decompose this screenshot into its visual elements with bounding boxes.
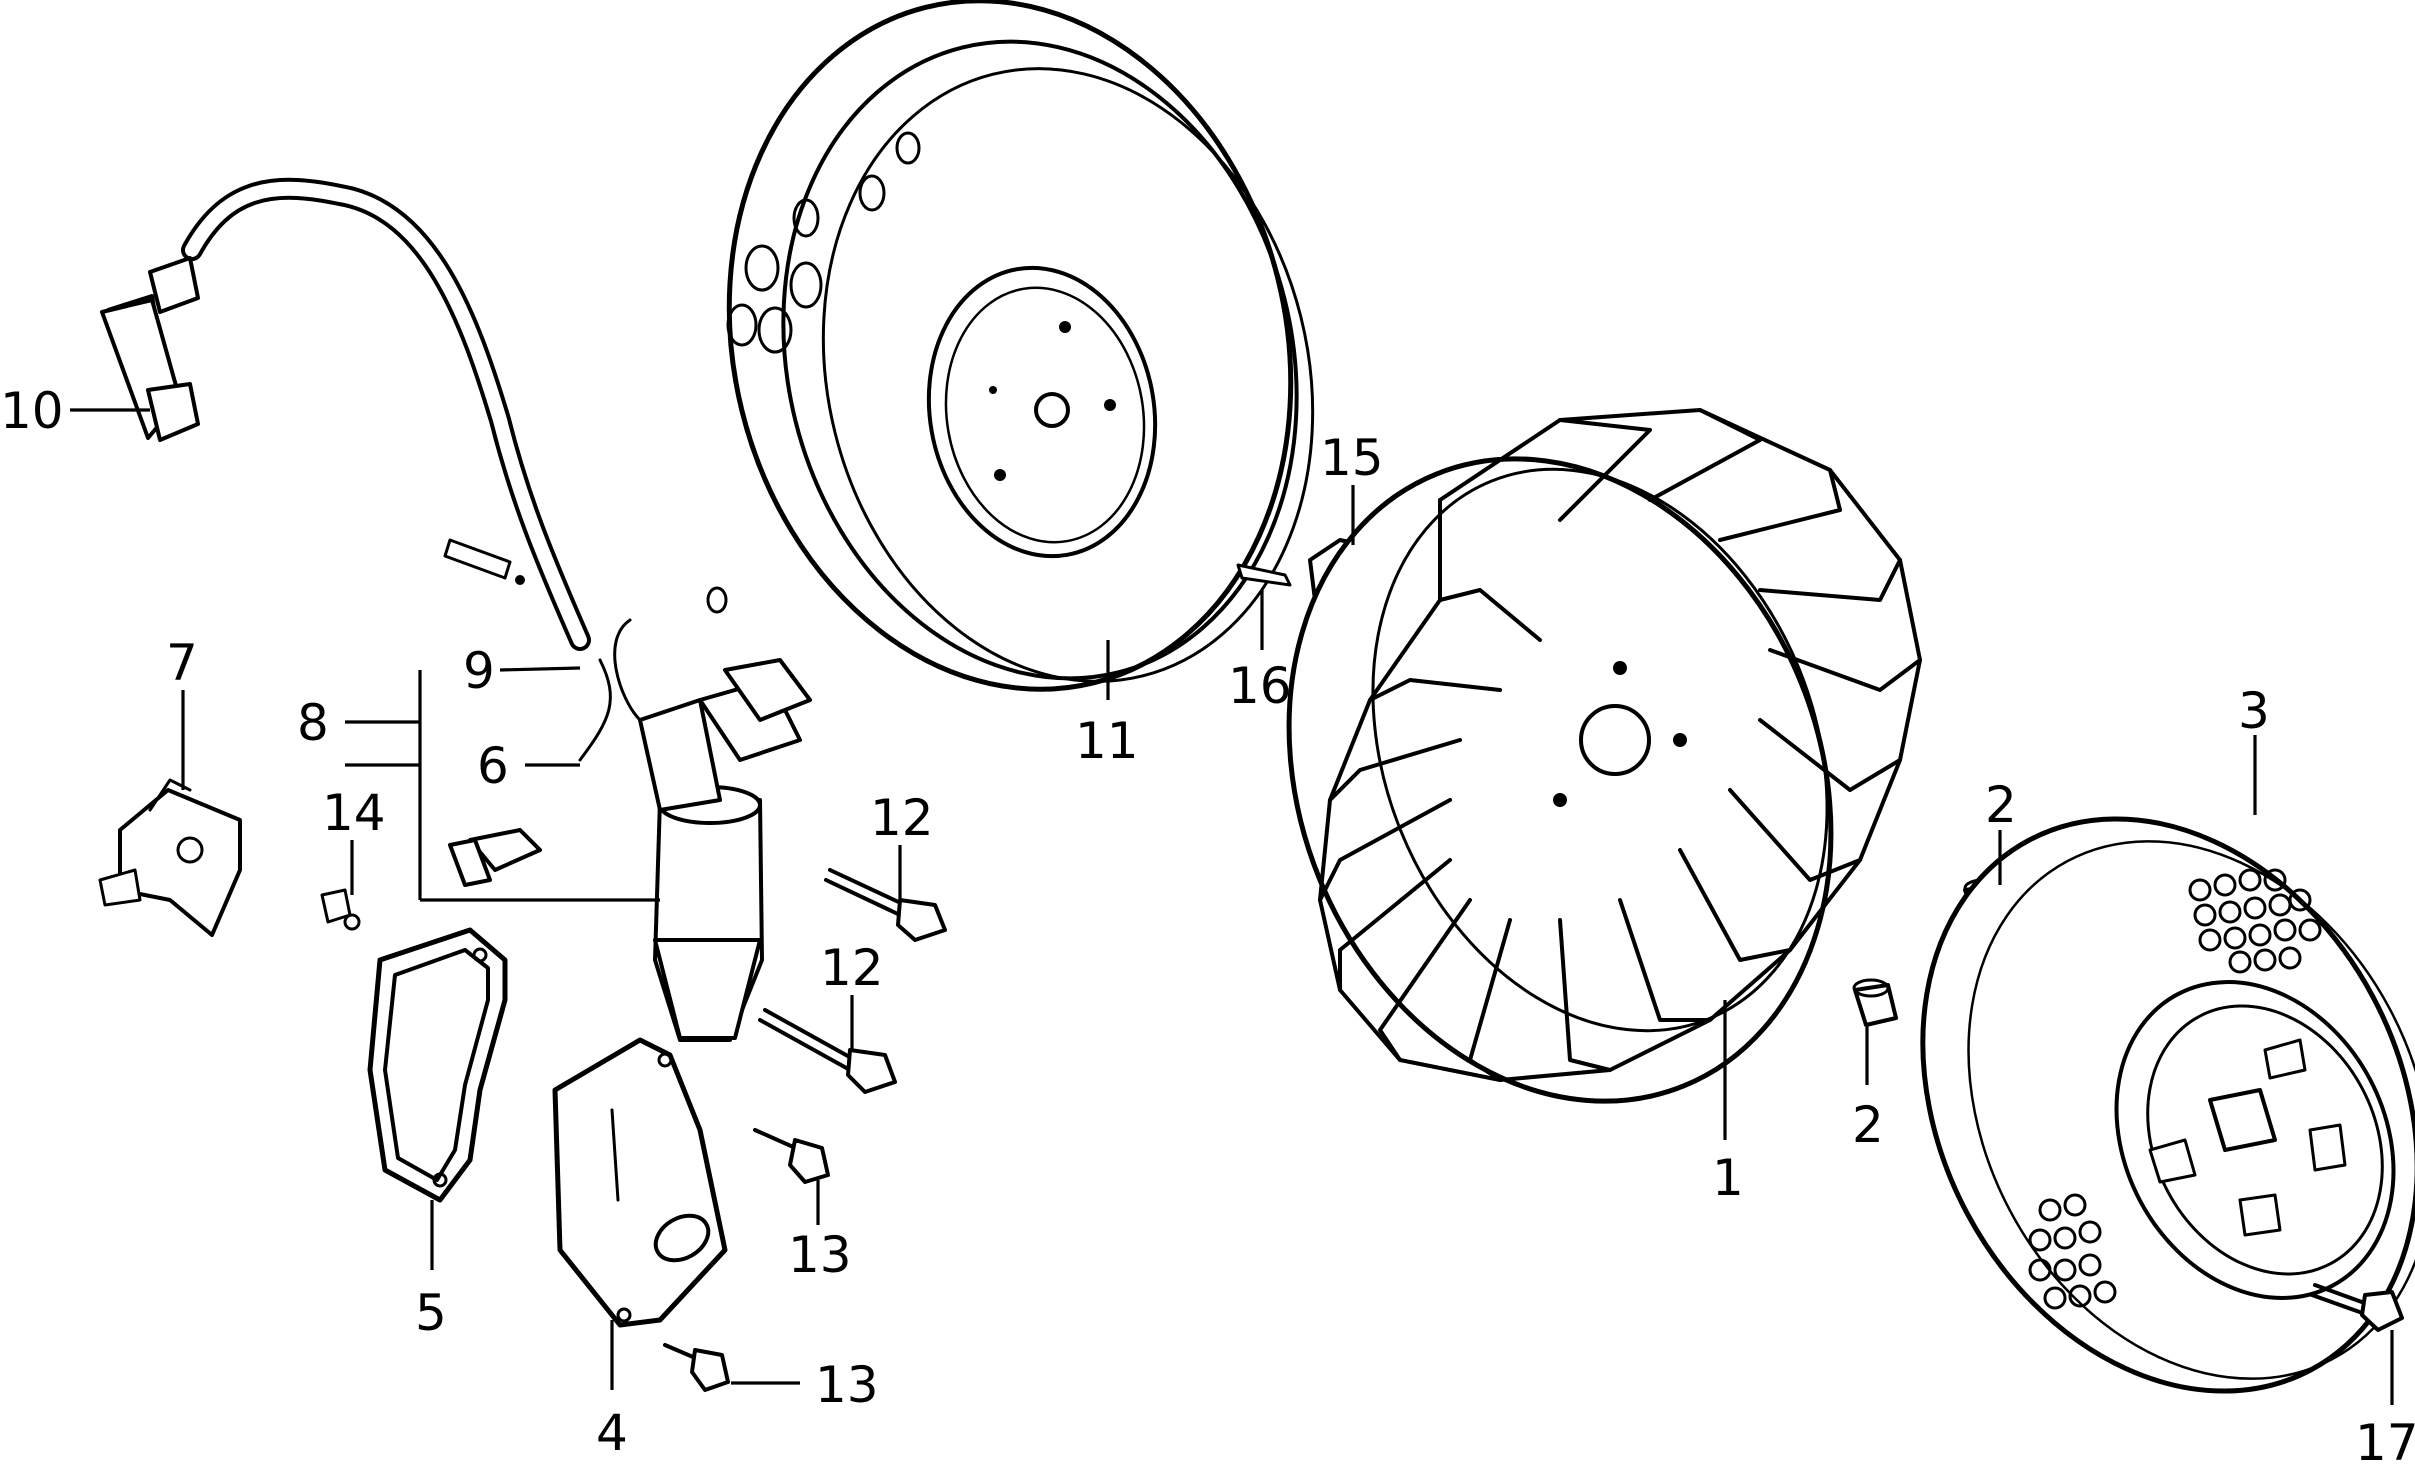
contact-breaker (98, 778, 242, 937)
callout-2-lower: 2 (1852, 1096, 1884, 1154)
callout-10: 10 (0, 382, 64, 440)
callout-9: 9 (463, 642, 495, 700)
callout-11: 11 (1075, 712, 1139, 770)
callout-4: 4 (596, 1404, 628, 1462)
bolt-13-upper (753, 1128, 830, 1184)
callout-13-upper: 13 (788, 1226, 852, 1284)
callout-13-lower: 13 (815, 1356, 879, 1414)
flywheel (706, 0, 1315, 692)
starter-pulley (1920, 816, 2415, 1394)
callout-14: 14 (322, 784, 386, 842)
callout-3: 3 (2238, 682, 2270, 740)
callout-12-upper: 12 (870, 789, 934, 847)
gasket (367, 927, 508, 1203)
callout-6: 6 (477, 737, 509, 795)
cooling-fan (1286, 408, 1922, 1104)
breaker-cover (552, 1037, 728, 1328)
callout-15: 15 (1320, 429, 1384, 487)
callout-labels: 1 2 2 3 4 5 6 7 8 9 10 11 12 12 13 13 14… (0, 382, 2415, 1472)
callout-7: 7 (166, 634, 198, 692)
callout-5: 5 (415, 1284, 447, 1342)
bolt-12-lower (758, 1008, 897, 1094)
callout-17: 17 (2355, 1414, 2415, 1472)
bolt-13-lower (663, 1343, 730, 1392)
ignition-coil (443, 538, 812, 1042)
collar-lower (1852, 978, 1898, 1027)
callout-2-upper: 2 (1985, 776, 2017, 834)
bolt-17 (2310, 1283, 2404, 1332)
bolt-12-upper (824, 868, 947, 942)
spark-plug-cap (100, 177, 591, 651)
callout-12-lower: 12 (820, 939, 884, 997)
callout-1: 1 (1712, 1149, 1744, 1207)
woodruff-key (1236, 563, 1292, 587)
callout-8: 8 (297, 694, 329, 752)
screw-14 (320, 888, 361, 931)
callout-16: 16 (1228, 657, 1292, 715)
leader-lines (70, 408, 2394, 1405)
